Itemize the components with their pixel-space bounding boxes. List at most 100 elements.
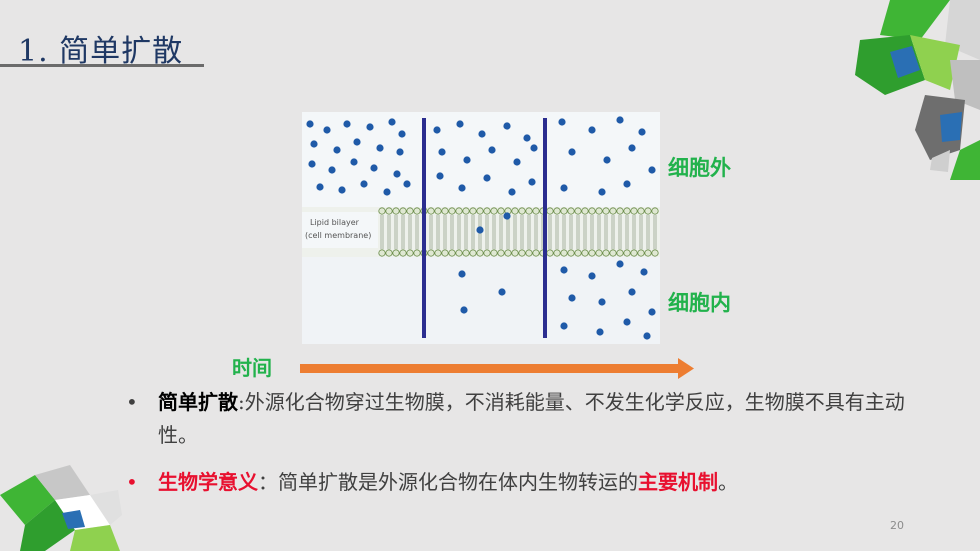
- molecule: [458, 184, 466, 192]
- lipid-head: [462, 207, 470, 215]
- lipid-head: [630, 207, 638, 215]
- molecule: [438, 148, 446, 156]
- lipid-head: [490, 249, 498, 257]
- molecule: [560, 266, 568, 274]
- molecule: [616, 116, 624, 124]
- molecule: [383, 188, 391, 196]
- molecule: [370, 164, 378, 172]
- molecule: [458, 270, 466, 278]
- membrane-label-box: [302, 212, 378, 248]
- lipid-head: [427, 249, 435, 257]
- extracellular-label: 细胞外: [668, 156, 731, 180]
- lipid-head: [553, 207, 561, 215]
- molecule: [616, 260, 624, 268]
- lipid-head: [462, 249, 470, 257]
- lipid-head: [413, 249, 421, 257]
- molecule: [558, 118, 566, 126]
- lipid-head: [476, 249, 484, 257]
- molecule: [596, 328, 604, 336]
- significance-text: 简单扩散是外源化合物在体内生物转运的: [278, 470, 638, 494]
- lipid-head: [476, 207, 484, 215]
- lipid-head: [385, 207, 393, 215]
- molecule: [508, 188, 516, 196]
- lipid-head: [567, 207, 575, 215]
- molecule: [648, 308, 656, 316]
- molecule: [560, 184, 568, 192]
- molecule: [483, 174, 491, 182]
- molecule: [436, 172, 444, 180]
- molecule: [628, 144, 636, 152]
- molecule: [456, 120, 464, 128]
- lipid-head: [511, 207, 519, 215]
- lipid-head: [406, 207, 414, 215]
- lipid-head: [532, 207, 540, 215]
- molecule: [343, 120, 351, 128]
- molecule: [623, 180, 631, 188]
- molecule: [338, 186, 346, 194]
- lipid-head: [385, 249, 393, 257]
- lipid-head: [553, 249, 561, 257]
- molecule: [628, 288, 636, 296]
- intracellular-label: 细胞内: [668, 291, 731, 315]
- lipid-head: [525, 207, 533, 215]
- lipid-head: [434, 249, 442, 257]
- lipid-head: [448, 207, 456, 215]
- molecule: [598, 188, 606, 196]
- time-divider-2: [543, 118, 547, 338]
- lipid-head: [378, 207, 386, 215]
- molecule: [588, 126, 596, 134]
- molecule: [503, 122, 511, 130]
- lipid-head: [518, 207, 526, 215]
- lipid-head: [567, 249, 575, 257]
- lipid-head: [532, 249, 540, 257]
- lipid-head: [602, 249, 610, 257]
- lipid-head: [651, 207, 659, 215]
- term-separator: ：: [258, 470, 278, 494]
- molecule: [306, 120, 314, 128]
- molecule: [638, 128, 646, 136]
- molecule: [640, 268, 648, 276]
- lipid-head: [637, 249, 645, 257]
- lipid-head: [525, 249, 533, 257]
- lipid-head: [623, 249, 631, 257]
- molecule: [353, 138, 361, 146]
- lipid-head: [644, 249, 652, 257]
- molecule: [523, 134, 531, 142]
- molecule: [643, 332, 651, 340]
- lipid-head: [497, 207, 505, 215]
- lipid-head: [469, 249, 477, 257]
- lipid-head: [588, 249, 596, 257]
- molecule: [398, 130, 406, 138]
- molecule: [588, 272, 596, 280]
- molecule: [396, 148, 404, 156]
- molecule: [308, 160, 316, 168]
- membrane-label-line1: Lipid bilayer: [310, 218, 360, 227]
- lipid-head: [441, 207, 449, 215]
- lipid-head: [378, 249, 386, 257]
- molecule: [603, 156, 611, 164]
- molecule: [568, 148, 576, 156]
- lipid-head: [399, 249, 407, 257]
- diffusion-figure: Lipid bilayer (cell membrane): [302, 112, 660, 344]
- molecule: [323, 126, 331, 134]
- slide-title: 1. 简单扩散: [18, 34, 184, 69]
- bullet-simple-diffusion: • 简单扩散:外源化合物穿过生物膜，不消耗能量、不发生化学反应，生物膜不具有主动…: [126, 386, 906, 452]
- lipid-head: [560, 249, 568, 257]
- molecule: [388, 118, 396, 126]
- molecule: [403, 180, 411, 188]
- top-right-hexagon-decoration: [855, 0, 980, 180]
- lipid-head: [413, 207, 421, 215]
- molecule: [328, 166, 336, 174]
- molecule: [366, 123, 374, 131]
- molecule: [488, 146, 496, 154]
- molecule: [393, 170, 401, 178]
- lipid-head: [637, 207, 645, 215]
- molecule: [598, 298, 606, 306]
- lipid-head: [644, 207, 652, 215]
- lipid-head: [574, 249, 582, 257]
- lipid-head: [595, 207, 603, 215]
- lipid-head: [434, 207, 442, 215]
- significance-end: 。: [718, 470, 738, 494]
- bullet-dot-red: •: [126, 470, 138, 494]
